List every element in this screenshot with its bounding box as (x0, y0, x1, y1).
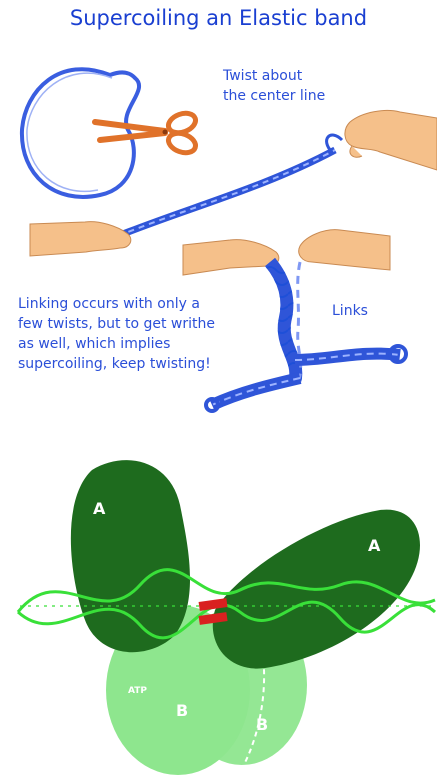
hand-icon (183, 240, 279, 275)
label-b-left: B (176, 701, 188, 720)
hand-icon (299, 230, 390, 270)
enzyme-diagram: A A ATP B B (18, 460, 435, 775)
domain-a-left (71, 460, 190, 652)
hand-icon (345, 110, 437, 170)
elastic-band-loop (22, 69, 139, 197)
label-a-left: A (93, 499, 106, 518)
label-atp: ATP (128, 686, 147, 696)
label-b-right: B (256, 715, 268, 734)
supercoiled-band (206, 262, 406, 411)
hand-icon (30, 222, 131, 256)
label-a-right: A (368, 536, 381, 555)
scissors-icon (95, 110, 198, 156)
